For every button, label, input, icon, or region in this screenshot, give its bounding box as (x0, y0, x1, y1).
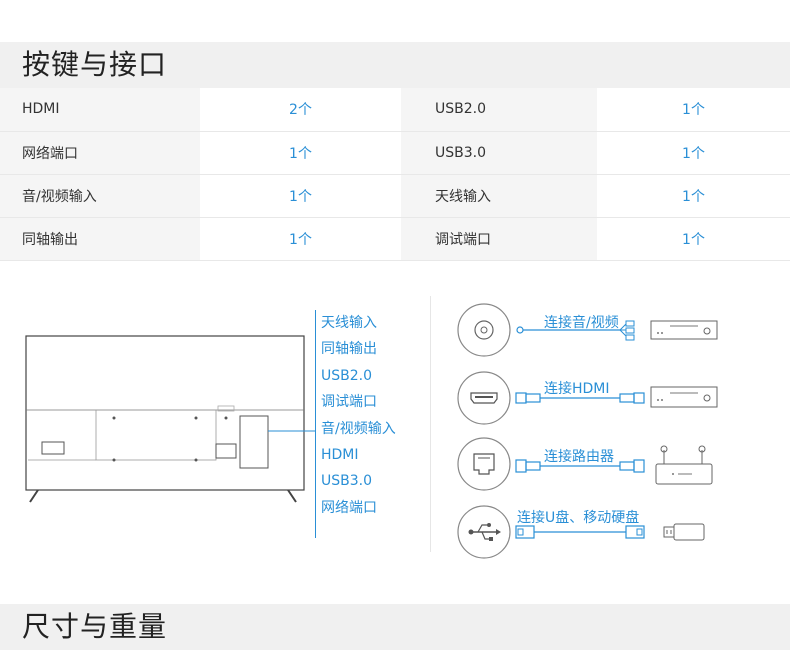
spec-label: 同轴输出 (0, 217, 200, 261)
port-list-item: 天线输入 (321, 315, 377, 331)
section-title-buttons-ports: 按键与接口 (0, 42, 790, 88)
port-list-item: USB2.0 (321, 367, 373, 384)
spec-table: HDMI 2个 USB2.0 1个 网络端口 1个 USB3.0 1个 音/视频… (0, 88, 790, 261)
port-list-item: 调试端口 (321, 394, 377, 411)
spec-label: USB2.0 (401, 88, 597, 132)
table-row: 网络端口 1个 USB3.0 1个 (0, 131, 790, 175)
table-row: 同轴输出 1个 调试端口 1个 (0, 217, 790, 261)
spec-label: 音/视频输入 (0, 174, 200, 218)
spec-label: 天线输入 (401, 174, 597, 218)
usb-drive-icon (663, 523, 705, 541)
av-cable-icon (516, 320, 635, 341)
port-list-item: 同轴输出 (321, 341, 377, 358)
ethernet-cable-icon (515, 459, 645, 473)
ethernet-port-icon (457, 437, 511, 491)
router-icon (655, 445, 713, 485)
hdmi-port-icon (457, 371, 511, 425)
connect-av-label: 连接音/视频 (544, 315, 619, 331)
connect-router-label: 连接路由器 (544, 449, 614, 465)
set-top-box-icon (650, 386, 718, 408)
spec-value: 2个 (200, 88, 401, 132)
spec-value: 1个 (200, 217, 401, 261)
table-row: 音/视频输入 1个 天线输入 1个 (0, 174, 790, 218)
port-list-item: 网络端口 (321, 499, 377, 516)
spec-value: 1个 (597, 217, 790, 261)
table-row: HDMI 2个 USB2.0 1个 (0, 88, 790, 132)
spec-value: 1个 (200, 174, 401, 218)
connect-hdmi-label: 连接HDMI (544, 381, 610, 397)
hdmi-cable-icon (515, 392, 645, 404)
spec-label: HDMI (0, 88, 200, 132)
connect-usb-label: 连接U盘、移动硬盘 (517, 510, 640, 526)
av-port-icon (457, 303, 511, 357)
spec-value: 1个 (597, 174, 790, 218)
spec-value: 1个 (597, 131, 790, 175)
spec-value: 1个 (200, 131, 401, 175)
spec-value: 1个 (597, 88, 790, 132)
spec-label: USB3.0 (401, 131, 597, 175)
port-list-item: USB3.0 (321, 473, 373, 490)
divider (430, 296, 431, 552)
port-list-item: 音/视频输入 (321, 420, 396, 437)
section-title-size-weight: 尺寸与重量 (0, 604, 790, 650)
set-top-box-icon (650, 320, 718, 340)
spec-label: 网络端口 (0, 131, 200, 175)
port-list: 天线输入 同轴输出 USB2.0 调试端口 音/视频输入 HDMI USB3.0… (315, 310, 425, 538)
usb-cable-icon (515, 525, 645, 539)
port-list-item: HDMI (321, 446, 359, 463)
spec-label: 调试端口 (401, 217, 597, 261)
tv-back-illustration (25, 335, 316, 503)
usb-icon (457, 505, 511, 559)
